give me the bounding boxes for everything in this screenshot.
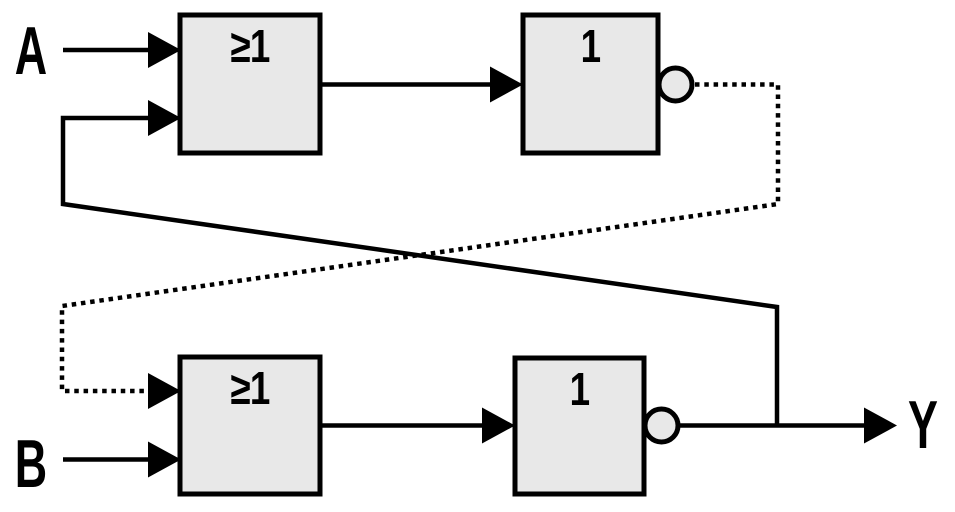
signal-labels: A B Y	[15, 14, 938, 503]
arrowheads	[148, 32, 897, 478]
gate-or-bottom-box	[177, 354, 323, 497]
label-input-a: A	[15, 14, 47, 90]
gate-not-bottom: 1	[512, 355, 681, 497]
wire-feedback-notq-dotted	[59, 82, 781, 394]
label-output-y: Y	[908, 388, 938, 464]
arrowhead-input-a	[148, 32, 181, 68]
arrowhead-or-bottom-dotted	[148, 373, 181, 409]
arrowhead-or-top-feedback	[148, 100, 181, 136]
gate-or-top: ≥1	[177, 12, 323, 156]
arrowhead-not-bottom-input	[482, 407, 515, 444]
wires	[59, 47, 866, 462]
wire-feedback-y-to-or-top	[60, 115, 780, 426]
gate-not-bottom-symbol: 1	[570, 363, 590, 415]
gate-not-top-inversion-bubble	[656, 65, 695, 104]
gate-not-top: 1	[520, 12, 695, 156]
gate-or-top-box	[177, 12, 323, 156]
label-input-b: B	[15, 427, 47, 503]
gate-or-bottom-symbol: ≥1	[230, 362, 269, 414]
arrowhead-not-top-input	[490, 66, 523, 103]
gate-not-top-symbol: 1	[581, 20, 601, 72]
gate-not-bottom-inversion-bubble	[642, 406, 681, 445]
arrowhead-input-b	[148, 441, 181, 478]
gate-or-top-symbol: ≥1	[230, 20, 269, 72]
gate-or-bottom: ≥1	[177, 354, 323, 497]
arrowhead-output-y	[864, 407, 897, 444]
